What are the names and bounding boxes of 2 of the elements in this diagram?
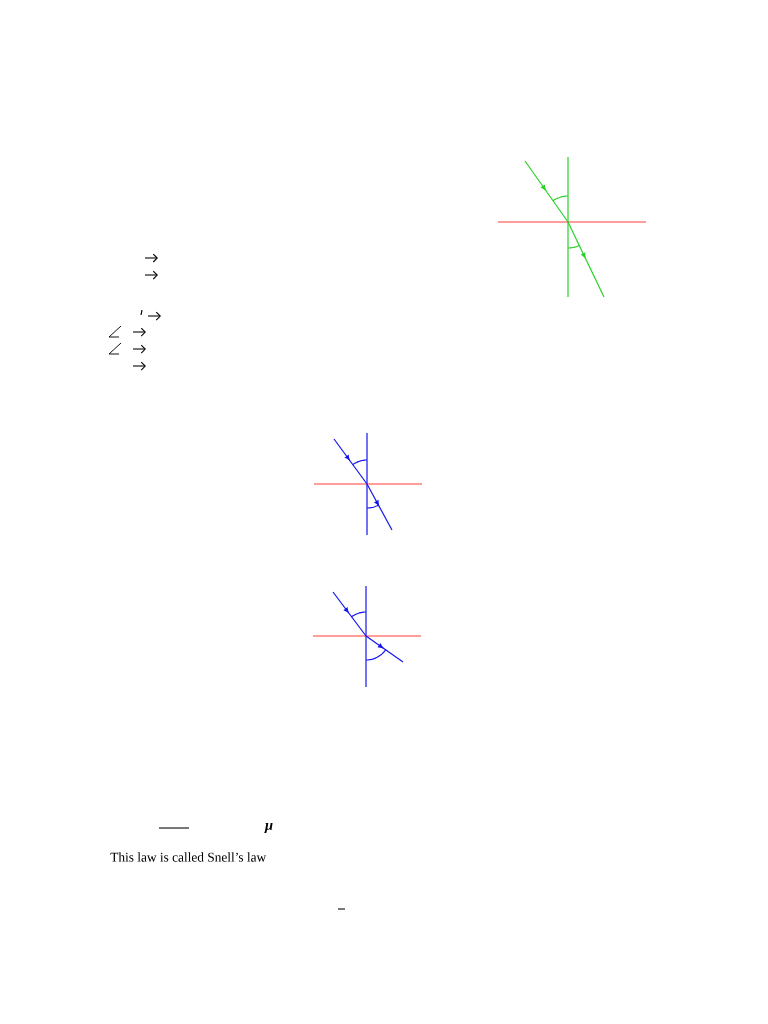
math-symbol: μ: [264, 823, 273, 833]
sentence: This law is called Snell’s law: [110, 852, 267, 862]
